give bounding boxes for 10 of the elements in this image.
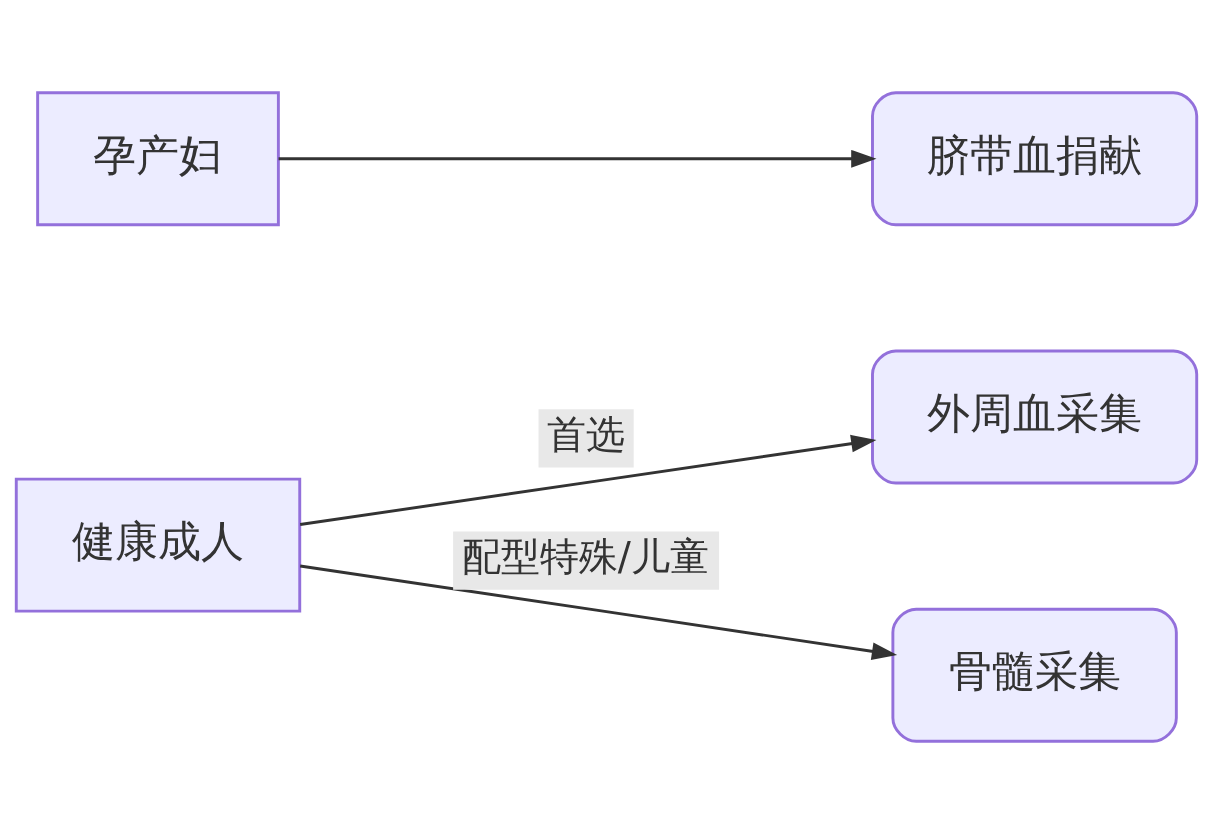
node-box: 孕产妇 xyxy=(36,91,280,227)
arrow xyxy=(299,434,877,526)
arrow xyxy=(278,149,877,168)
node-box: 骨髓采集 xyxy=(891,607,1178,743)
node-box: 外周血采集 xyxy=(871,349,1199,485)
edge-label: 首选 xyxy=(547,412,626,458)
edge-label: 配型特殊/儿童 xyxy=(461,534,709,580)
arrow xyxy=(299,564,898,661)
node-box: 健康成人 xyxy=(14,477,302,613)
node-box: 脐带血捐献 xyxy=(871,91,1199,227)
